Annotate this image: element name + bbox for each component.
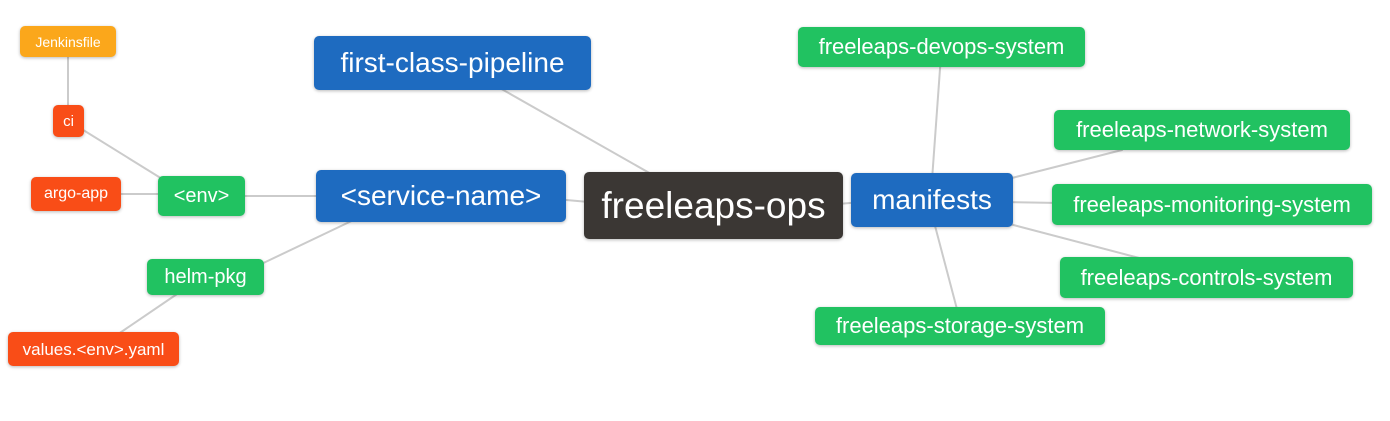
edge-manifests-storage-system (933, 221, 959, 314)
node-ci[interactable]: ci (53, 105, 84, 137)
node-env[interactable]: <env> (158, 176, 245, 216)
node-helm-pkg[interactable]: helm-pkg (147, 259, 264, 295)
edge-manifests-devops-system (931, 54, 942, 181)
node-freeleaps-ops[interactable]: freeleaps-ops (584, 172, 843, 239)
node-jenkinsfile[interactable]: Jenkinsfile (20, 26, 116, 57)
node-freeleaps-monitoring-system[interactable]: freeleaps-monitoring-system (1052, 184, 1372, 225)
node-freeleaps-network-system[interactable]: freeleaps-network-system (1054, 110, 1350, 150)
node-values-env-yaml[interactable]: values.<env>.yaml (8, 332, 179, 366)
edge-first-class-pipeline-freeleaps-ops (497, 86, 661, 180)
node-argo-app[interactable]: argo-app (31, 177, 121, 211)
node-freeleaps-controls-system[interactable]: freeleaps-controls-system (1060, 257, 1353, 298)
node-first-class-pipeline[interactable]: first-class-pipeline (314, 36, 591, 90)
edge-manifests-network-system (999, 149, 1123, 182)
node-freeleaps-devops-system[interactable]: freeleaps-devops-system (798, 27, 1085, 67)
node-service-name[interactable]: <service-name> (316, 170, 566, 222)
node-freeleaps-storage-system[interactable]: freeleaps-storage-system (815, 307, 1105, 345)
edge-manifests-controls-system (1001, 221, 1144, 260)
edge-helm-pkg-service-name (254, 215, 363, 268)
node-manifests[interactable]: manifests (851, 173, 1013, 227)
